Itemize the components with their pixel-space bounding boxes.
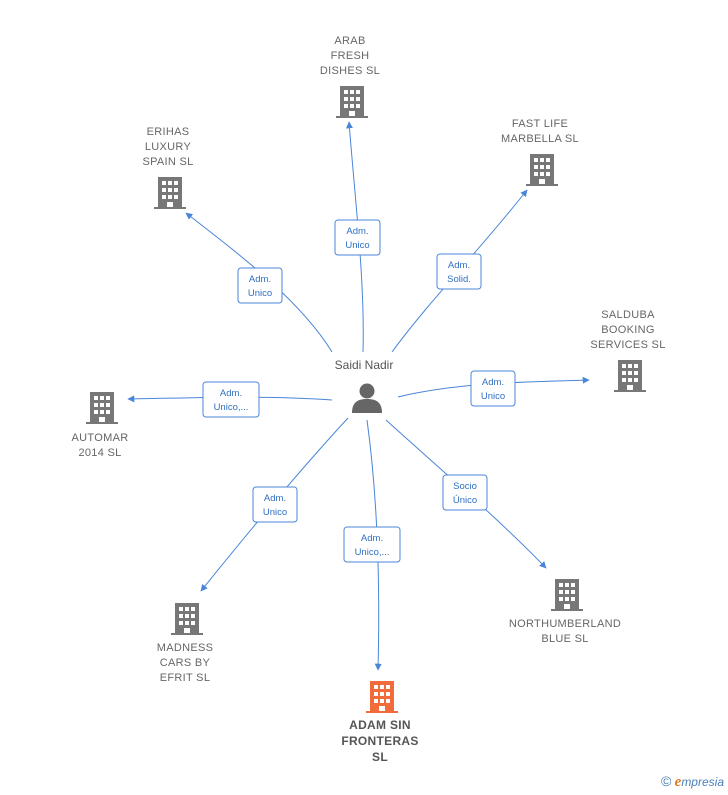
svg-text:Adm.: Adm. (346, 226, 368, 237)
svg-text:EFRIT SL: EFRIT SL (160, 672, 211, 684)
copyright-symbol: © (660, 773, 672, 789)
svg-text:Unico: Unico (248, 288, 272, 299)
relation-badge-automar[interactable]: Adm. Unico,... (202, 381, 260, 418)
svg-text:SERVICES SL: SERVICES SL (590, 339, 665, 351)
svg-text:LUXURY: LUXURY (145, 141, 192, 153)
building-icon-highlight (366, 681, 398, 713)
company-automar[interactable]: AUTOMAR 2014 SL (72, 392, 129, 459)
relation-badge-adam[interactable]: Adm. Unico,... (343, 526, 401, 563)
svg-text:ADAM SIN: ADAM SIN (349, 718, 411, 732)
company-northumberland[interactable]: NORTHUMBERLAND BLUE SL (509, 579, 621, 645)
building-icon (614, 360, 646, 392)
company-arab[interactable]: ARAB FRESH DISHES SL (320, 35, 380, 118)
svg-text:MARBELLA SL: MARBELLA SL (501, 133, 579, 145)
person-name: Saidi Nadir (335, 358, 394, 372)
brand-initial: e (674, 774, 682, 790)
building-icon (526, 154, 558, 186)
building-icon (86, 392, 118, 424)
svg-text:Único: Único (453, 495, 477, 506)
company-erihas[interactable]: ERIHAS LUXURY SPAIN SL (142, 126, 193, 209)
svg-text:AUTOMAR: AUTOMAR (72, 432, 129, 444)
svg-text:Adm.: Adm. (482, 377, 504, 388)
svg-text:Unico: Unico (481, 391, 505, 402)
company-salduba[interactable]: SALDUBA BOOKING SERVICES SL (590, 309, 665, 392)
svg-text:Adm.: Adm. (448, 260, 470, 271)
svg-text:BOOKING: BOOKING (601, 324, 654, 336)
svg-text:CARS BY: CARS BY (160, 657, 211, 669)
relation-badge-fastlife[interactable]: Adm. Solid. (436, 253, 482, 290)
svg-text:Adm.: Adm. (249, 274, 271, 285)
svg-text:FRONTERAS: FRONTERAS (341, 734, 418, 748)
edge-labels-layer: Adm. Unico Adm. Solid. Adm. Unico Adm. U… (202, 219, 516, 563)
center-person[interactable]: Saidi Nadir (335, 358, 394, 413)
svg-text:SPAIN SL: SPAIN SL (142, 156, 193, 168)
svg-text:BLUE SL: BLUE SL (541, 633, 588, 645)
svg-text:SL: SL (372, 750, 388, 764)
edges-layer (127, 121, 590, 671)
svg-text:Solid.: Solid. (447, 274, 471, 285)
svg-text:2014 SL: 2014 SL (78, 447, 121, 459)
svg-text:Unico: Unico (263, 507, 287, 518)
company-fastlife[interactable]: FAST LIFE MARBELLA SL (501, 118, 579, 186)
svg-text:Adm.: Adm. (264, 493, 286, 504)
svg-text:Adm.: Adm. (361, 533, 383, 544)
company-adam[interactable]: ADAM SIN FRONTERAS SL (341, 681, 418, 764)
relation-badge-salduba[interactable]: Adm. Unico (470, 370, 516, 407)
relation-badge-erihas[interactable]: Adm. Unico (237, 267, 283, 304)
svg-text:MADNESS: MADNESS (157, 642, 214, 654)
building-icon (551, 579, 583, 611)
svg-text:Adm.: Adm. (220, 388, 242, 399)
svg-text:Unico,...: Unico,... (355, 547, 390, 558)
relation-badge-madness[interactable]: Adm. Unico (252, 486, 298, 523)
svg-text:NORTHUMBERLAND: NORTHUMBERLAND (509, 618, 621, 630)
svg-text:FAST LIFE: FAST LIFE (512, 118, 568, 130)
svg-text:Socio: Socio (453, 481, 477, 492)
empresia-watermark: © empresia (661, 773, 724, 791)
svg-text:Unico: Unico (345, 240, 369, 251)
company-madness[interactable]: MADNESS CARS BY EFRIT SL (157, 603, 214, 684)
person-icon (352, 383, 382, 413)
svg-text:ERIHAS: ERIHAS (147, 126, 190, 138)
svg-text:Unico,...: Unico,... (214, 402, 249, 413)
building-icon (336, 86, 368, 118)
relation-badge-northumberland[interactable]: Socio Único (442, 474, 488, 511)
building-icon (154, 177, 186, 209)
relation-badge-arab[interactable]: Adm. Unico (334, 219, 381, 256)
building-icon (171, 603, 203, 635)
svg-text:SALDUBA: SALDUBA (601, 309, 655, 321)
brand-name: mpresia (681, 775, 724, 789)
svg-text:DISHES SL: DISHES SL (320, 65, 380, 77)
svg-text:ARAB: ARAB (334, 35, 365, 47)
svg-text:FRESH: FRESH (331, 50, 370, 62)
